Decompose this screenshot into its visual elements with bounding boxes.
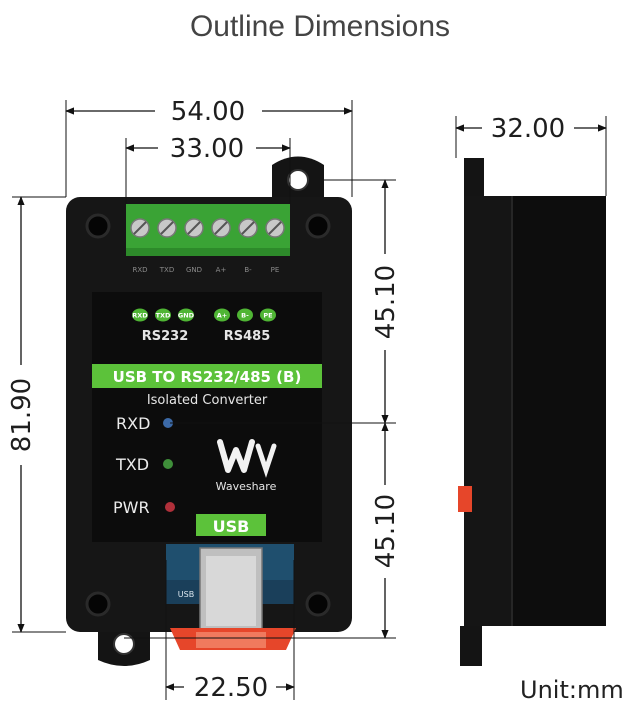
led-label-rxd: RXD bbox=[116, 414, 150, 433]
terminal-label: GND bbox=[186, 266, 202, 274]
badge-b-minus: B- bbox=[241, 312, 249, 320]
led-label-pwr: PWR bbox=[113, 498, 150, 517]
screw-hole bbox=[305, 591, 331, 617]
screw-hole bbox=[85, 591, 111, 617]
page-title: Outline Dimensions bbox=[189, 10, 451, 43]
terminal-label: B- bbox=[244, 266, 252, 274]
terminal-label: PE bbox=[271, 266, 280, 274]
side-clip bbox=[458, 486, 472, 512]
led-pwr bbox=[165, 502, 175, 512]
unit-label: Unit:mm bbox=[520, 676, 624, 704]
badge-rxd: RXD bbox=[132, 312, 148, 320]
group-rs232: RS232 bbox=[142, 329, 189, 344]
group-rs485: RS485 bbox=[224, 329, 271, 344]
badge-pe: PE bbox=[263, 312, 272, 320]
waveshare-logo: Waveshare bbox=[216, 439, 277, 493]
usb-tab-text: USB bbox=[213, 517, 250, 536]
led-txd bbox=[163, 459, 173, 469]
dimension-guides bbox=[12, 100, 607, 700]
led-rxd bbox=[163, 418, 173, 428]
side-top-lug bbox=[464, 158, 484, 200]
dimensions: 54.00 33.00 32.00 81.90 45.10 45.10 22.5… bbox=[7, 97, 607, 703]
subtitle-text: Isolated Converter bbox=[147, 393, 268, 408]
dim-lower-height: 45.10 bbox=[371, 494, 401, 568]
terminal-label: RXD bbox=[132, 266, 147, 274]
dim-usb-width: 22.50 bbox=[194, 673, 268, 703]
product-banner bbox=[92, 364, 322, 388]
terminal-screws bbox=[130, 218, 285, 238]
dim-overall-width: 54.00 bbox=[171, 97, 245, 127]
usb-tab bbox=[196, 514, 266, 536]
banner-text: USB TO RS232/485 (B) bbox=[113, 368, 302, 386]
label-panel bbox=[92, 292, 322, 542]
dim-overall-height: 81.90 bbox=[7, 378, 37, 452]
dim-upper-height: 45.10 bbox=[371, 265, 401, 339]
front-view: RXD TXD GND A+ B- PE RXD TXD GND A+ B- P… bbox=[66, 156, 352, 666]
terminal-label: TXD bbox=[159, 266, 174, 274]
usb-port-label: USB bbox=[178, 590, 194, 599]
screw-hole bbox=[85, 213, 111, 239]
side-bottom-lug bbox=[460, 626, 482, 666]
dim-terminal-width: 33.00 bbox=[170, 134, 244, 164]
terminal-block bbox=[126, 204, 290, 254]
brand-text: Waveshare bbox=[216, 480, 277, 493]
side-view bbox=[458, 158, 606, 666]
dim-side-depth: 32.00 bbox=[491, 114, 565, 144]
badge-gnd: GND bbox=[178, 312, 195, 320]
screw-hole bbox=[305, 213, 331, 239]
led-label-txd: TXD bbox=[115, 455, 149, 474]
badge-txd: TXD bbox=[156, 312, 171, 320]
terminal-label: A+ bbox=[216, 266, 227, 274]
badge-a-plus: A+ bbox=[217, 312, 227, 320]
